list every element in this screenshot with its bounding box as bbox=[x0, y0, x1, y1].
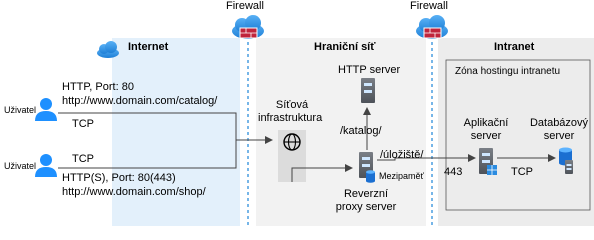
user2-tcp-label: TCP bbox=[72, 153, 94, 165]
user2-protocol-port: HTTP(S), Port: 80(443) bbox=[62, 172, 176, 184]
network-infra-label-line2: infrastruktura bbox=[258, 112, 323, 124]
application-server-icon bbox=[479, 148, 497, 175]
intranet-hosting-box bbox=[445, 59, 591, 211]
network-to-proxy-arrow bbox=[291, 164, 353, 182]
database-server-icon bbox=[559, 147, 573, 174]
firewall-right-icon bbox=[416, 15, 448, 39]
http-server-label: HTTP server bbox=[338, 64, 401, 76]
diagram-canvas bbox=[35, 15, 594, 226]
intranet-zone bbox=[438, 38, 594, 226]
user2-connector bbox=[58, 140, 237, 169]
user1-connector bbox=[58, 112, 237, 140]
network-infra-label-line1: Síťová bbox=[275, 99, 309, 111]
cache-icon bbox=[366, 170, 375, 183]
user-icon-1 bbox=[35, 98, 57, 121]
user1-protocol-port: HTTP, Port: 80 bbox=[62, 81, 134, 93]
firewall-left-label: Firewall bbox=[226, 0, 264, 12]
db-server-label-line2: server bbox=[543, 130, 575, 142]
internet-zone bbox=[112, 38, 240, 226]
catalog-path-label: /katalog/ bbox=[340, 125, 382, 137]
user2-url: http://www.domain.com/shop/ bbox=[62, 186, 206, 198]
internet-cloud-icon bbox=[97, 41, 119, 58]
globe-icon bbox=[283, 133, 301, 151]
user-icon-2 bbox=[35, 154, 57, 177]
perimeter-zone-label: Hraniční síť bbox=[314, 41, 376, 53]
user-2-label: Uživatel bbox=[4, 161, 37, 171]
port-443-label: 443 bbox=[444, 166, 463, 178]
proxy-to-app-arrow bbox=[377, 154, 476, 162]
app-server-label-line1: Aplikační bbox=[463, 117, 509, 129]
firewall-left-icon bbox=[232, 15, 264, 39]
architecture-diagram: Internet Hraniční síť Intranet Zóna host… bbox=[4, 0, 594, 226]
intranet-hosting-zone-label: Zóna hostingu intranetu bbox=[455, 66, 561, 77]
user1-tcp-label: TCP bbox=[72, 118, 94, 130]
app-server-label-line2: server bbox=[470, 130, 502, 142]
http-server-icon bbox=[361, 78, 375, 103]
intranet-zone-label: Intranet bbox=[494, 41, 535, 53]
reverse-proxy-label-line1: Reverzní bbox=[343, 188, 389, 200]
reverse-proxy-label-line2: proxy server bbox=[335, 201, 397, 213]
user-1-label: Uživatel bbox=[4, 105, 37, 115]
db-server-label-line1: Databázový bbox=[529, 117, 589, 129]
user1-url: http://www.domain.com/catalog/ bbox=[62, 95, 218, 107]
storage-path-label: /úložiště/ bbox=[380, 149, 424, 161]
firewall-right-label: Firewall bbox=[410, 0, 448, 12]
cache-label: Mezipaměť bbox=[379, 171, 424, 181]
intranet-tcp-label: TCP bbox=[511, 166, 533, 178]
internet-zone-label: Internet bbox=[128, 41, 169, 53]
